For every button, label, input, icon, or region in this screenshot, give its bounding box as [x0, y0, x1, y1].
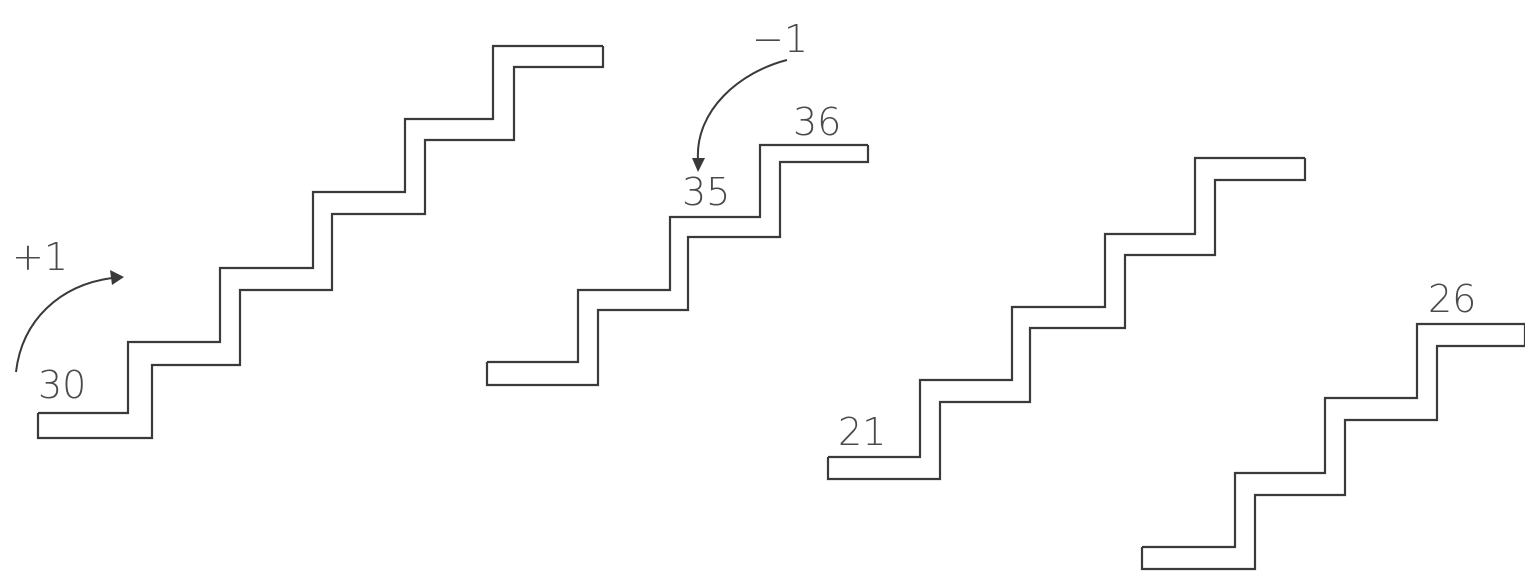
staircase-c [828, 158, 1305, 479]
staircase-b-lower-edge [487, 145, 868, 385]
staircase-c-lower-edge [828, 158, 1305, 479]
label-stair-b-bottom: 35 [682, 170, 730, 214]
staircase-a-lower-edge [38, 46, 603, 438]
arrow-minus-one [692, 60, 787, 172]
staircase-d-upper-edge [1142, 324, 1525, 547]
staircase-a [38, 46, 603, 438]
staircase-b [487, 145, 868, 385]
label-stair-a-bottom: 30 [38, 363, 86, 407]
label-stair-c-bottom: 21 [838, 410, 886, 454]
staircase-c-upper-edge [828, 158, 1305, 457]
arrow-plus-one-curve [16, 278, 112, 372]
staircase-a-upper-edge [38, 46, 603, 413]
label-stair-d-top: 26 [1428, 277, 1476, 321]
label-plus-one: +1 [12, 235, 68, 279]
staircase-b-upper-edge [487, 145, 868, 362]
label-stair-b-top: 36 [793, 100, 841, 144]
arrow-plus-one [16, 270, 124, 372]
arrow-plus-one-head [110, 270, 124, 285]
staircase-d-lower-edge [1142, 324, 1525, 569]
staircase-d [1142, 324, 1525, 569]
label-minus-one: −1 [752, 17, 808, 61]
